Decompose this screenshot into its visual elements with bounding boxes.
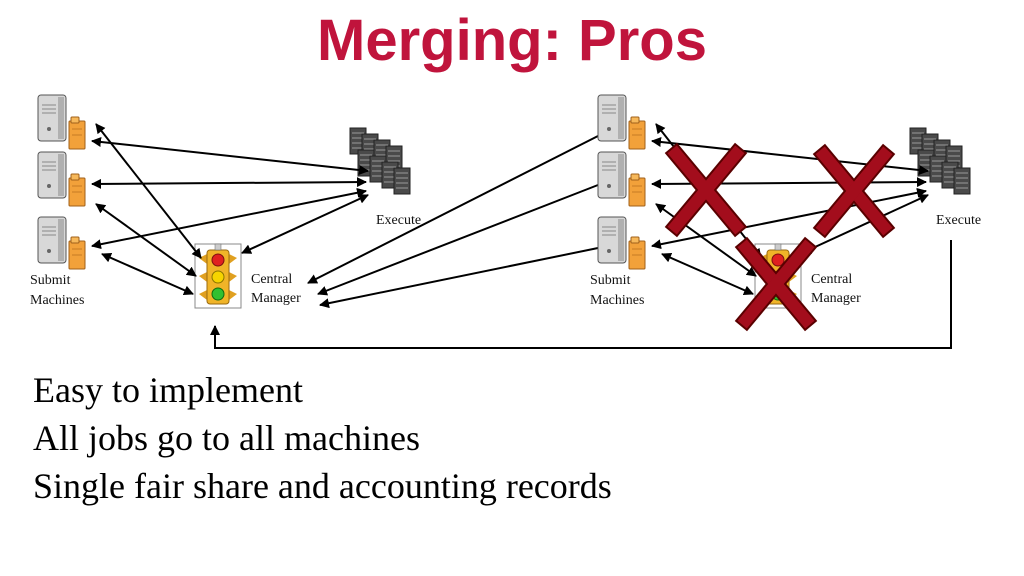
right-execute-label: Execute bbox=[936, 213, 981, 228]
right-central-label-line2: Manager bbox=[811, 291, 861, 306]
folder-icon bbox=[68, 116, 86, 150]
server-tower-icon bbox=[597, 216, 627, 264]
traffic-light-icon bbox=[194, 243, 242, 309]
server-tower-icon bbox=[37, 216, 67, 264]
server-tower-icon bbox=[37, 94, 67, 142]
red-x-icon bbox=[676, 154, 736, 226]
bullet-list: Easy to implement All jobs go to all mac… bbox=[33, 366, 612, 510]
left-submit-machine-1 bbox=[37, 94, 86, 150]
bullet-item: All jobs go to all machines bbox=[33, 418, 420, 458]
bullet-item: Easy to implement bbox=[33, 370, 303, 410]
right-submit-machine-3 bbox=[597, 216, 646, 270]
left-submit-label-line1: Submit bbox=[30, 273, 71, 288]
folder-icon bbox=[628, 236, 646, 270]
left-central-label-line2: Manager bbox=[251, 291, 301, 306]
folder-icon bbox=[628, 116, 646, 150]
server-tower-icon bbox=[37, 151, 67, 199]
folder-icon bbox=[68, 173, 86, 207]
slide-title: Merging: Pros bbox=[317, 8, 707, 73]
right-submit-machine-1 bbox=[597, 94, 646, 150]
red-x-icon bbox=[824, 155, 884, 227]
left-central-label-line1: Central bbox=[251, 272, 292, 287]
server-tower-icon bbox=[597, 94, 627, 142]
left-submit-machine-2 bbox=[37, 151, 86, 207]
cross-pool-arrows bbox=[210, 135, 952, 349]
server-tower-icon bbox=[597, 151, 627, 199]
right-central-label-line1: Central bbox=[811, 272, 852, 287]
bullet-item: Single fair share and accounting records bbox=[33, 466, 612, 506]
left-submit-label-line2: Machines bbox=[30, 293, 84, 308]
left-submit-machine-3 bbox=[37, 216, 86, 270]
left-execute-label: Execute bbox=[376, 213, 421, 228]
left-arrows bbox=[91, 123, 369, 295]
right-arrows bbox=[651, 123, 929, 295]
folder-icon bbox=[628, 173, 646, 207]
server-rack-cluster-icon bbox=[910, 128, 970, 194]
right-submit-label-line2: Machines bbox=[590, 293, 644, 308]
right-diagram: Submit Machines Execute Central Manager bbox=[590, 94, 981, 320]
right-submit-label-line1: Submit bbox=[590, 273, 631, 288]
server-rack-cluster-icon bbox=[350, 128, 410, 194]
left-diagram: Submit Machines Execute Central Manager bbox=[30, 94, 421, 309]
folder-icon bbox=[68, 236, 86, 270]
right-submit-machine-2 bbox=[597, 151, 646, 207]
